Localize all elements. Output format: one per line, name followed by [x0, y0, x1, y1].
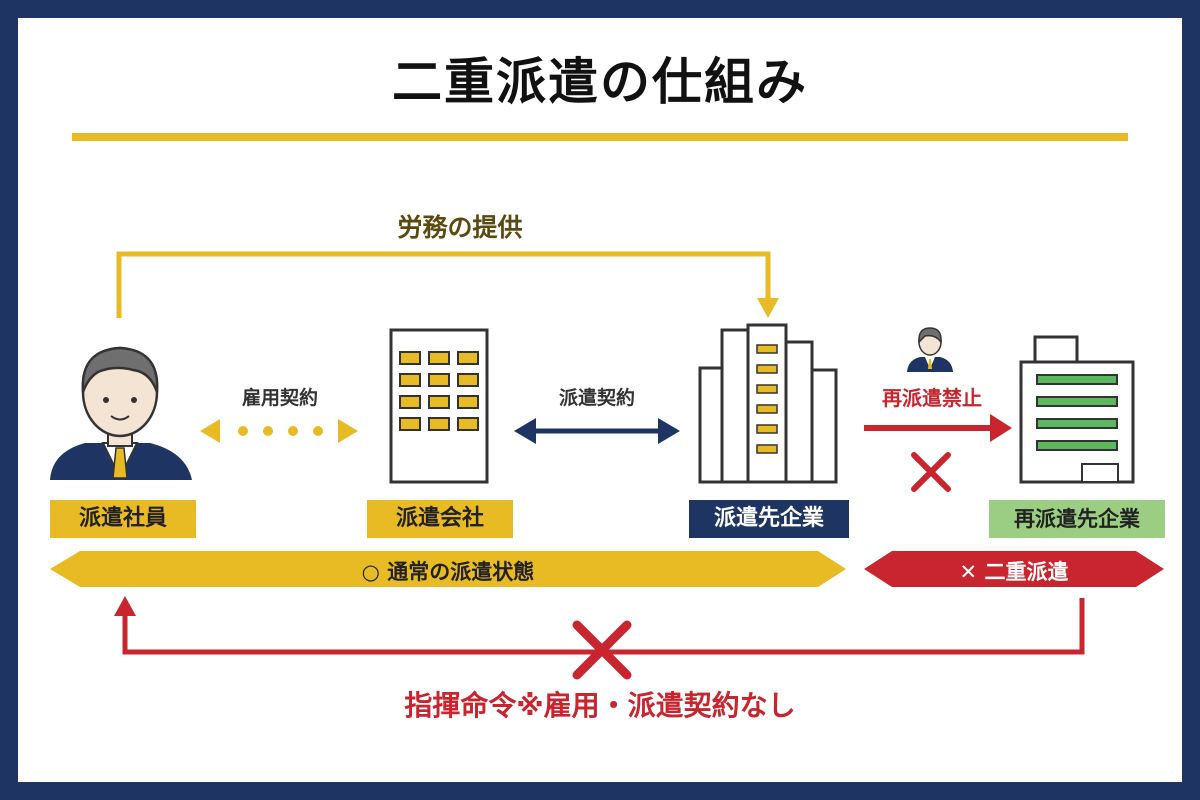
employment-arrow-right-head: [338, 419, 358, 443]
agency-building-icon: [389, 328, 489, 484]
employment-dot: [238, 426, 248, 436]
employment-dot: [288, 426, 298, 436]
labor-provision-label: 労務の提供: [397, 213, 523, 242]
employment-contract-label: 雇用契約: [241, 387, 318, 409]
redispatch-ban-label: 再派遣禁止: [882, 386, 982, 410]
reclient-role-label: 再派遣先企業: [989, 500, 1165, 538]
dispatch-arrow-right-head: [658, 418, 680, 444]
double-dispatch-label: ✕ 二重派遣: [959, 560, 1069, 584]
normal-state-label: ○ 通常の派遣状態: [361, 560, 535, 584]
small-person-icon: [907, 327, 953, 372]
title-underline: [72, 133, 1128, 141]
page-title: 二重派遣の仕組み: [392, 53, 808, 111]
dispatch-arrow-left-head: [514, 418, 536, 444]
reclient-building-icon: [1019, 335, 1135, 484]
client-role-label: 派遣先企業: [689, 500, 849, 538]
normal-state-band: [50, 551, 846, 587]
worker-icon: [50, 346, 192, 481]
command-arrow-head: [114, 596, 136, 616]
agency-role-label: 派遣会社: [367, 500, 513, 538]
client-building-icon: [698, 323, 838, 484]
employment-dot: [263, 426, 273, 436]
worker-role-label: 派遣社員: [50, 500, 196, 538]
employment-dot: [313, 426, 323, 436]
command-cross-icon: [572, 620, 632, 680]
redispatch-cross-icon: [911, 452, 951, 492]
labor-arrow-head: [757, 298, 779, 318]
employment-arrow-left-head: [200, 419, 220, 443]
command-label: 指揮命令※雇用・派遣契約なし: [404, 689, 796, 722]
dispatch-contract-label: 派遣契約: [558, 387, 635, 409]
labor-arrow-line: [116, 251, 771, 318]
redispatch-arrow-head: [990, 414, 1012, 442]
double-dispatch-band: [864, 551, 1164, 587]
